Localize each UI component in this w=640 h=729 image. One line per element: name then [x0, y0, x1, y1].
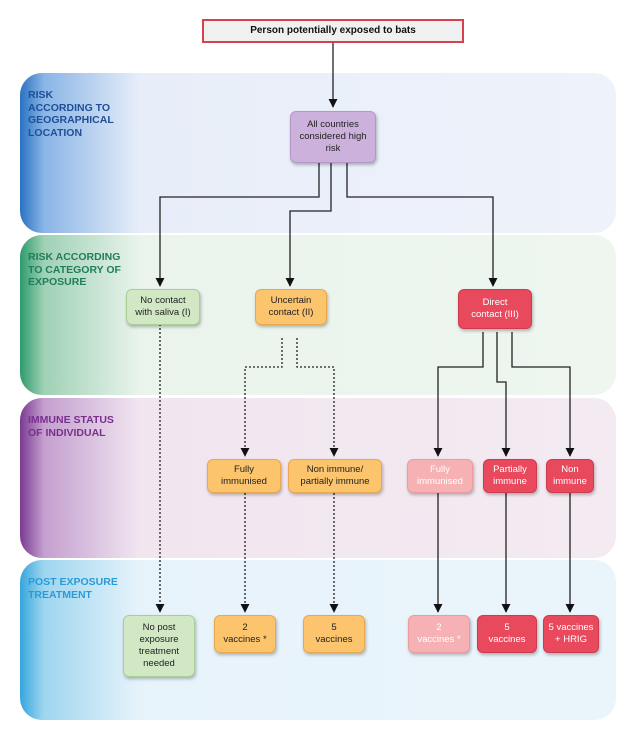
node-partially-immune: Partially immune	[483, 459, 537, 493]
connector-all-countries-to-uncertain	[285, 163, 332, 287]
connector-uncertain-to-non-immune-partial	[296, 338, 339, 457]
band-label-immune-status: IMMUNE STATUS OF INDIVIDUAL	[28, 414, 114, 439]
node-two-vaccines-direct: 2 vaccines *	[408, 615, 470, 653]
connector-uncertain-to-fully-immunised	[240, 338, 283, 457]
connector-direct-to-non-immune	[511, 332, 575, 457]
band-label-exposure-category: RISK ACCORDING TO CATEGORY OF EXPOSURE	[28, 251, 121, 288]
node-no-post-exposure-treatment: No post exposure treatment needed	[123, 615, 195, 677]
node-two-vaccines-uncertain: 2 vaccines *	[214, 615, 276, 653]
connector-direct-to-fully-immunised	[433, 332, 484, 457]
node-five-vaccines-hrig: 5 vaccines + HRIG	[543, 615, 599, 653]
node-non-immune-partially-immune: Non immune/ partially immune	[288, 459, 382, 493]
connector-all-countries-to-no-contact	[155, 163, 320, 287]
band-label-post-exposure: POST EXPOSURE TREATMENT	[28, 576, 118, 601]
connector-all-countries-to-direct	[346, 163, 498, 287]
connector-direct-to-partially-immune	[496, 332, 511, 457]
band-geographical-risk: RISK ACCORDING TO GEOGRAPHICAL LOCATION	[20, 73, 616, 233]
start-node-person-exposed: Person potentially exposed to bats	[202, 19, 464, 43]
node-direct-contact: Direct contact (III)	[458, 289, 532, 329]
node-all-countries-high-risk: All countries considered high risk	[290, 111, 376, 163]
node-non-immune: Non immune	[546, 459, 594, 493]
node-fully-immunised-direct: Fully immunised	[407, 459, 473, 493]
node-five-vaccines-uncertain: 5 vaccines	[303, 615, 365, 653]
node-five-vaccines-direct: 5 vaccines	[477, 615, 537, 653]
node-fully-immunised-uncertain: Fully immunised	[207, 459, 281, 493]
node-no-contact-saliva: No contact with saliva (I)	[126, 289, 200, 325]
node-uncertain-contact: Uncertain contact (II)	[255, 289, 327, 325]
band-label-geographical-risk: RISK ACCORDING TO GEOGRAPHICAL LOCATION	[28, 89, 114, 139]
